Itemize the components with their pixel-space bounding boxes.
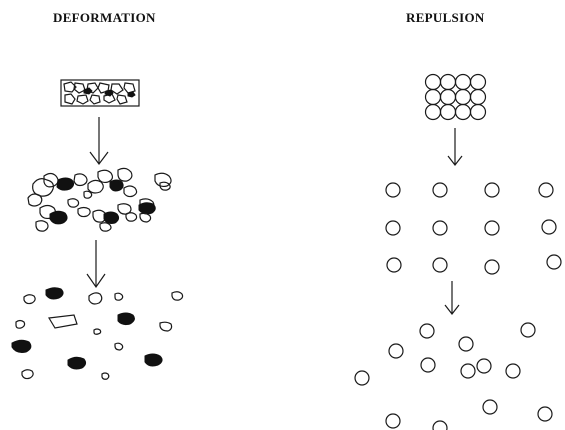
packed-particle bbox=[424, 88, 442, 106]
repulsion-dispersed-particles bbox=[354, 322, 553, 430]
deformation-arrow-2 bbox=[86, 240, 106, 289]
repulsion-arrow-2 bbox=[444, 281, 460, 315]
deformation-packed-block bbox=[60, 79, 140, 107]
packed-particle bbox=[469, 103, 487, 121]
packed-particle bbox=[424, 73, 442, 91]
repulsion-arrow-1 bbox=[447, 128, 463, 166]
deformation-cluster bbox=[27, 167, 172, 232]
repulsion-packed-grid bbox=[424, 73, 487, 121]
deformation-title: DEFORMATION bbox=[53, 10, 156, 25]
packed-particle bbox=[469, 88, 487, 106]
packed-particle bbox=[454, 73, 472, 91]
repulsion-title: REPULSION bbox=[406, 10, 485, 25]
deformation-arrow-1 bbox=[89, 117, 109, 165]
repulsion-spaced-particles bbox=[385, 182, 562, 275]
packed-particle bbox=[439, 103, 457, 121]
deformation-dispersed-fragments bbox=[11, 287, 184, 380]
packed-particle bbox=[439, 73, 457, 91]
packed-particle bbox=[454, 103, 472, 121]
packed-particle bbox=[469, 73, 487, 91]
packed-particle bbox=[454, 88, 472, 106]
packed-particle bbox=[439, 88, 457, 106]
packed-particle bbox=[424, 103, 442, 121]
